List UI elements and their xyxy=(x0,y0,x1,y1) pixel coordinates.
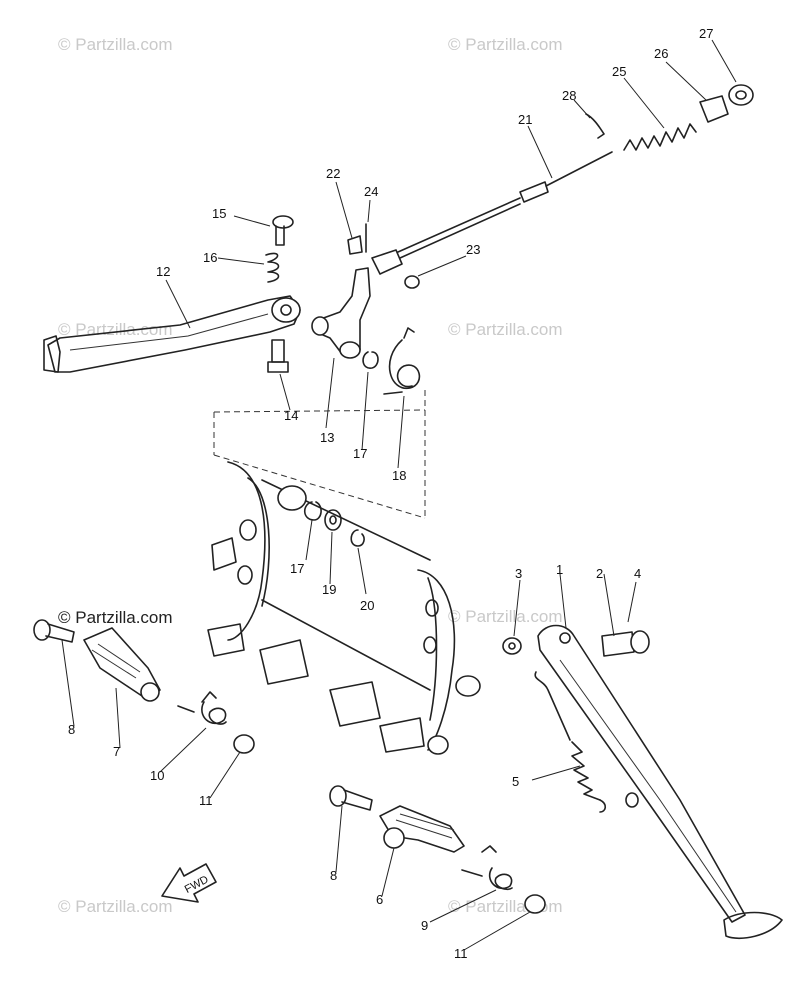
adjuster-bolt xyxy=(272,215,294,246)
frame-clip xyxy=(350,529,365,547)
sidestand-spring xyxy=(534,671,639,813)
callout-17-upper: 17 xyxy=(353,446,367,461)
callout-22: 22 xyxy=(326,166,340,181)
watermark-6: © Partzilla.com xyxy=(58,897,173,916)
watermark-dark: © Partzilla.com xyxy=(58,608,173,627)
sidestand-nut xyxy=(502,637,522,655)
callout-13: 13 xyxy=(320,430,334,445)
right-footrest-nut xyxy=(524,894,546,914)
footrest-frame xyxy=(207,461,481,755)
frame-washer xyxy=(324,509,342,531)
cable-clevis xyxy=(347,223,403,275)
leader-lines xyxy=(61,39,737,951)
left-footrest-bolt xyxy=(33,619,75,643)
watermark-1: © Partzilla.com xyxy=(58,35,173,54)
callout-26: 26 xyxy=(654,46,668,61)
callout-20: 20 xyxy=(360,598,374,613)
watermark-2: © Partzilla.com xyxy=(448,35,563,54)
watermark-4: © Partzilla.com xyxy=(448,320,563,339)
sidestand xyxy=(537,624,783,940)
rod-joint xyxy=(699,95,729,123)
callout-11-left: 11 xyxy=(199,793,213,808)
callout-28: 28 xyxy=(562,88,576,103)
callout-24: 24 xyxy=(364,184,378,199)
callout-21: 21 xyxy=(518,112,532,127)
callout-1: 1 xyxy=(556,562,563,577)
callout-12: 12 xyxy=(156,264,170,279)
callout-8-right: 8 xyxy=(330,868,337,883)
callout-23: 23 xyxy=(466,242,480,257)
callout-10: 10 xyxy=(150,768,164,783)
callout-6: 6 xyxy=(376,892,383,907)
cable-washer xyxy=(404,275,420,289)
frame-circlip xyxy=(303,501,322,521)
watermark-3: © Partzilla.com xyxy=(58,320,173,339)
return-spring-upper xyxy=(383,327,421,395)
callout-14: 14 xyxy=(284,408,298,423)
rod-spring xyxy=(623,123,697,151)
callout-19: 19 xyxy=(322,582,336,597)
callout-8-left: 8 xyxy=(68,722,75,737)
cotter-pin xyxy=(585,113,605,139)
callout-7: 7 xyxy=(113,744,120,759)
adjusting-nut xyxy=(728,84,754,106)
brake-pedal xyxy=(43,295,301,373)
callout-11-right: 11 xyxy=(454,946,468,961)
right-footrest-spring xyxy=(461,845,513,891)
pedal-spring xyxy=(265,252,280,283)
callout-27: 27 xyxy=(699,26,713,41)
left-footrest-nut xyxy=(233,734,255,754)
callout-18: 18 xyxy=(392,468,406,483)
brake-arm xyxy=(311,267,371,359)
left-footrest-spring xyxy=(177,691,227,725)
callout-17-lower: 17 xyxy=(290,561,304,576)
arm-circlip xyxy=(362,351,379,369)
watermark-5: © Partzilla.com xyxy=(448,607,563,626)
stop-bolt xyxy=(267,339,289,373)
callout-15: 15 xyxy=(212,206,226,221)
callout-16: 16 xyxy=(203,250,217,265)
watermarks: © Partzilla.com © Partzilla.com © Partzi… xyxy=(58,35,563,916)
right-footrest-bolt xyxy=(329,785,373,811)
callout-5: 5 xyxy=(512,774,519,789)
callout-9: 9 xyxy=(421,918,428,933)
left-footrest xyxy=(83,627,161,702)
callout-3: 3 xyxy=(515,566,522,581)
assembly-guide xyxy=(213,390,426,519)
callout-2: 2 xyxy=(596,566,603,581)
callout-4: 4 xyxy=(634,566,641,581)
callouts: 1 2 3 4 5 6 7 8 8 9 10 11 11 12 13 14 15… xyxy=(68,26,713,961)
callout-25: 25 xyxy=(612,64,626,79)
brake-rod xyxy=(397,151,613,259)
sidestand-bolt xyxy=(601,630,650,657)
right-footrest xyxy=(379,805,465,853)
